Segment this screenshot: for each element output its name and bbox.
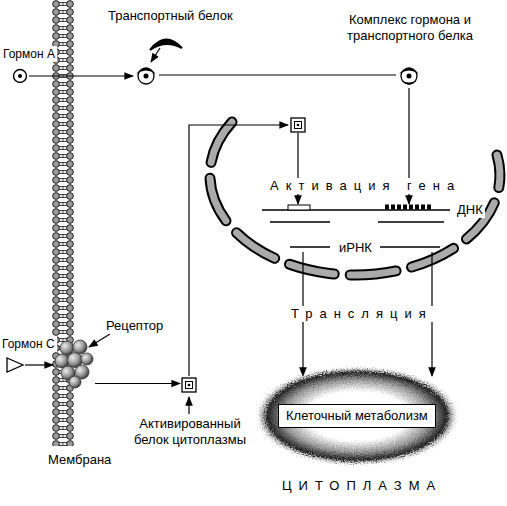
- transport-protein-shape: [134, 64, 158, 86]
- gene-segment: [385, 205, 433, 210]
- pointer-arrow: [151, 48, 160, 62]
- process-label: Трансляция: [289, 306, 435, 322]
- process-box: Клеточный метаболизм: [278, 404, 436, 428]
- connector-arrow: [159, 74, 396, 75]
- receptor: Рецептор: [54, 336, 94, 390]
- node-label: Рецептор: [104, 318, 165, 334]
- metabolism-cloud: [255, 366, 459, 466]
- signal-path: [189, 125, 288, 376]
- connector-arrow: [95, 383, 180, 384]
- hormone-symbol-shape: [6, 356, 24, 374]
- hormone-symbol: Гормон С: [6, 356, 24, 374]
- transport-protein-shape: [150, 39, 182, 50]
- hormone-protein-complex: Комплекс гормона и транспортного белка: [397, 64, 421, 86]
- node-label: Транспортный белок: [106, 8, 235, 24]
- activated-protein: Активированный белок цитоплазмы: [181, 377, 197, 393]
- hormone-symbol: Гормон А: [12, 68, 28, 84]
- receptor-shape: [54, 336, 94, 390]
- part-label: ДНК: [455, 202, 485, 218]
- hormone-symbol-shape: [12, 68, 28, 84]
- node-label: Активированный белок цитоплазмы: [121, 416, 259, 448]
- node-label: Гормон А: [1, 46, 57, 62]
- hormone-protein-complex-shape: [397, 64, 421, 86]
- part-label: иРНК: [337, 240, 374, 256]
- nuclear-envelope-fill: [210, 122, 500, 275]
- part-label: Мембрана: [46, 452, 113, 468]
- node-label: Гормон С: [0, 336, 57, 352]
- node-label: Комплекс гормона и транспортного белка: [316, 12, 504, 44]
- leader-arrow: [89, 334, 110, 347]
- region-label: ЦИТОПЛАЗМА: [280, 478, 444, 494]
- box-text: Клеточный метаболизм: [286, 408, 428, 423]
- transport-protein: Транспортный белок: [134, 64, 158, 86]
- leader-arrow: [188, 397, 189, 414]
- connector-arrow: [25, 364, 53, 365]
- process-label: Активация гена: [268, 178, 463, 194]
- connector-arrow: [29, 75, 133, 76]
- nuclear-envelope: [210, 122, 500, 275]
- activated-protein-symbol: [291, 118, 305, 132]
- gene-segment: [288, 205, 310, 210]
- activated-protein-shape: [181, 377, 197, 393]
